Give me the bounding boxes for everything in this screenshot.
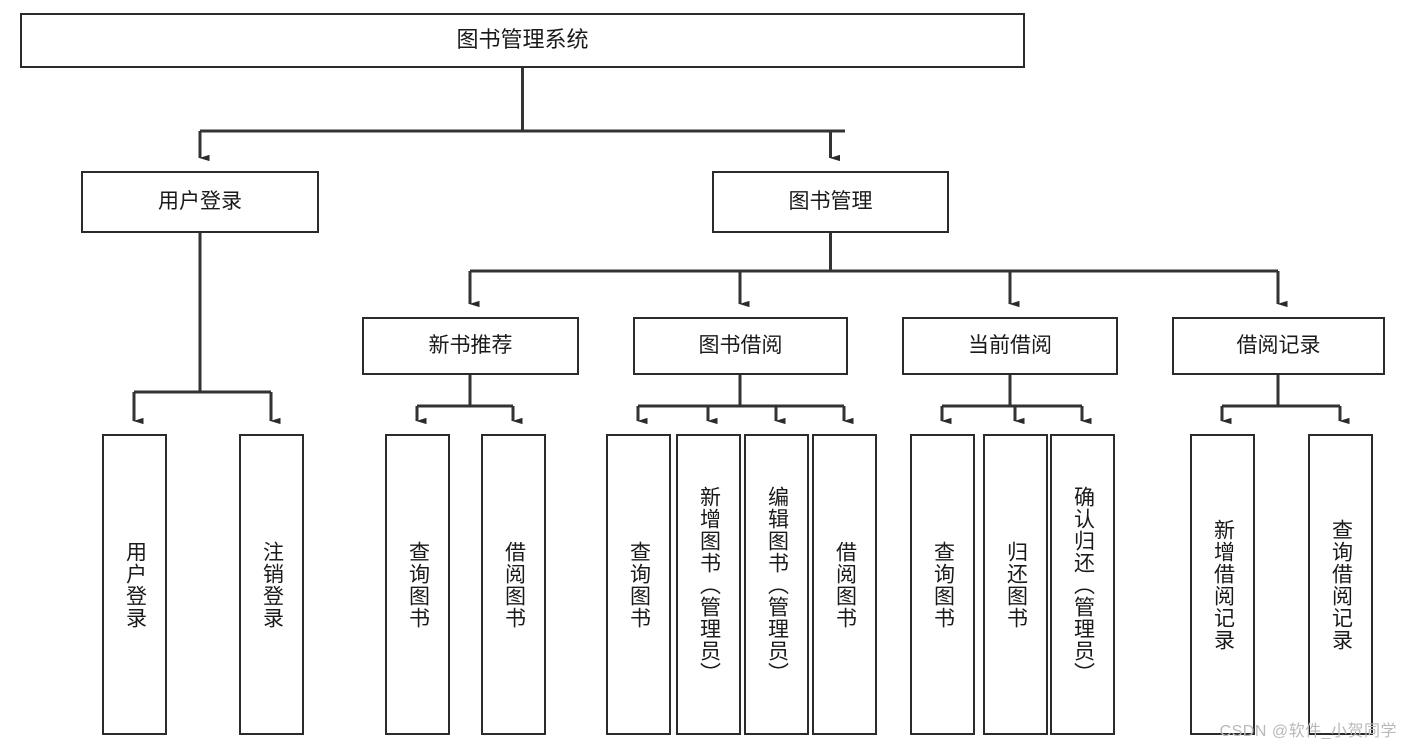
node-new-book-rec[interactable]: 新书推荐 — [362, 317, 579, 375]
node-user-login-label: 用户登录 — [158, 190, 242, 214]
node-leaf-query-record-label: 查询借阅记录 — [1329, 518, 1353, 651]
node-user-login[interactable]: 用户登录 — [81, 171, 319, 233]
node-leaf-query-record[interactable]: 查询借阅记录 — [1308, 434, 1373, 735]
node-leaf-add-record[interactable]: 新增借阅记录 — [1190, 434, 1255, 735]
node-borrow-record[interactable]: 借阅记录 — [1172, 317, 1385, 375]
node-leaf-return-book-label: 归还图书 — [1004, 540, 1028, 629]
node-leaf-query-book-3-label: 查询图书 — [931, 540, 955, 629]
node-leaf-borrow-book-2-label: 借阅图书 — [833, 540, 857, 629]
watermark-text: CSDN @软件_小贺同学 — [1219, 723, 1397, 740]
node-leaf-return-book[interactable]: 归还图书 — [983, 434, 1048, 735]
node-root[interactable]: 图书管理系统 — [20, 13, 1025, 68]
node-leaf-add-book-label: 新增图书（管理员） — [697, 485, 721, 684]
node-leaf-add-book[interactable]: 新增图书（管理员） — [676, 434, 741, 735]
node-leaf-user-login-label: 用户登录 — [123, 540, 147, 629]
node-leaf-query-book-1-label: 查询图书 — [406, 540, 430, 629]
node-book-borrow[interactable]: 图书借阅 — [633, 317, 848, 375]
node-book-manage-label: 图书管理 — [788, 190, 873, 214]
node-leaf-borrow-book-2[interactable]: 借阅图书 — [812, 434, 877, 735]
node-leaf-query-book-3[interactable]: 查询图书 — [910, 434, 975, 735]
node-root-label: 图书管理系统 — [456, 27, 589, 53]
node-leaf-borrow-book-1-label: 借阅图书 — [502, 540, 526, 629]
node-leaf-add-record-label: 新增借阅记录 — [1211, 518, 1235, 651]
node-leaf-borrow-book-1[interactable]: 借阅图书 — [481, 434, 546, 735]
node-current-borrow[interactable]: 当前借阅 — [902, 317, 1118, 375]
node-leaf-confirm-return-label: 确认归还（管理员） — [1071, 485, 1095, 684]
node-current-borrow-label: 当前借阅 — [968, 334, 1052, 358]
node-leaf-query-book-2[interactable]: 查询图书 — [606, 434, 671, 735]
node-borrow-record-label: 借阅记录 — [1236, 334, 1321, 358]
node-leaf-edit-book-label: 编辑图书（管理员） — [765, 485, 789, 684]
node-leaf-logout[interactable]: 注销登录 — [239, 434, 304, 735]
node-new-book-rec-label: 新书推荐 — [428, 334, 513, 358]
node-leaf-edit-book[interactable]: 编辑图书（管理员） — [744, 434, 809, 735]
node-book-manage[interactable]: 图书管理 — [712, 171, 949, 233]
node-leaf-user-login[interactable]: 用户登录 — [102, 434, 167, 735]
node-leaf-confirm-return[interactable]: 确认归还（管理员） — [1050, 434, 1115, 735]
node-leaf-query-book-2-label: 查询图书 — [627, 540, 651, 629]
node-leaf-query-book-1[interactable]: 查询图书 — [385, 434, 450, 735]
node-book-borrow-label: 图书借阅 — [698, 334, 783, 358]
node-leaf-logout-label: 注销登录 — [260, 540, 284, 629]
